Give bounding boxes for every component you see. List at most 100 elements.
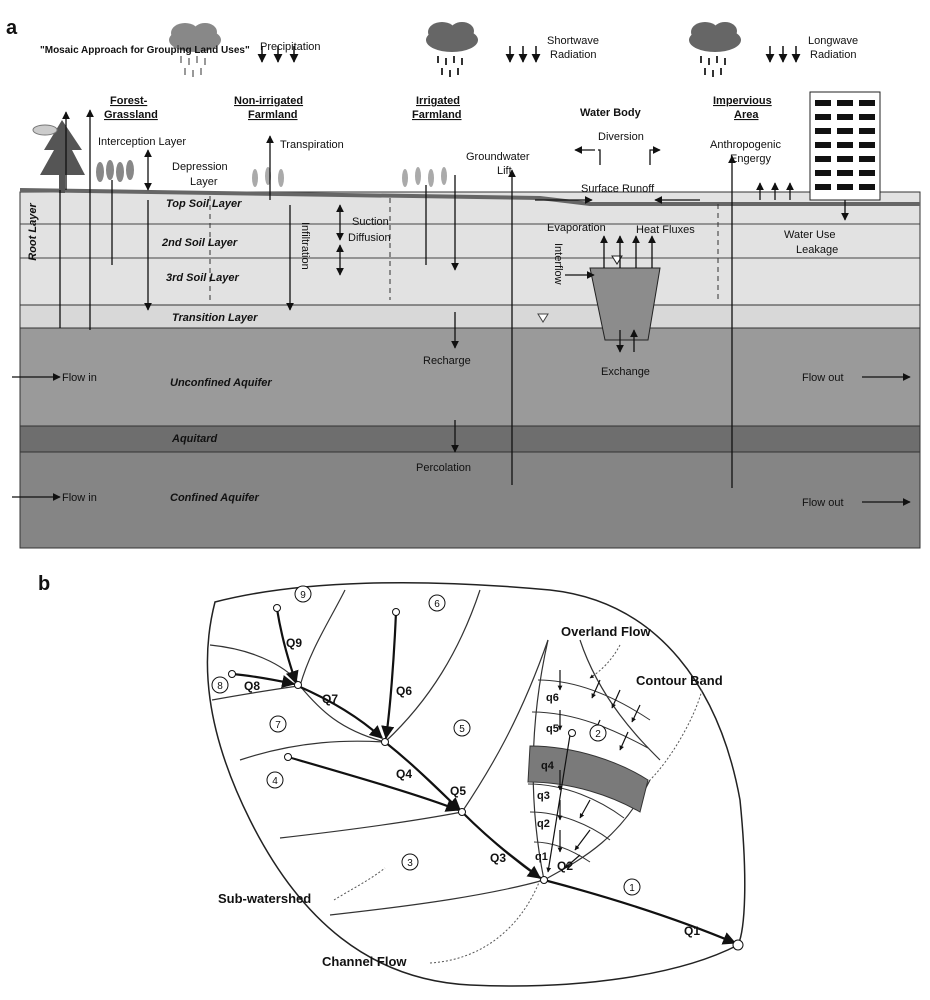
shortwave-label-2: Radiation	[550, 49, 596, 61]
suction-label: Suction	[352, 216, 389, 228]
subbasin-label: 2	[595, 729, 601, 740]
surface-runoff-label: Surface Runoff	[581, 183, 655, 195]
channel-nodes	[228, 604, 744, 951]
flow-label-q5: Q5	[450, 784, 466, 798]
subbasin-label: 3	[407, 858, 413, 869]
longwave-arrows	[765, 46, 801, 63]
overland-label-q4: q4	[541, 760, 555, 772]
landuse-forest-1: Forest-	[110, 95, 148, 107]
flow-label-q6: Q6	[396, 684, 412, 698]
recharge-label: Recharge	[423, 355, 471, 367]
cloud-icon	[169, 23, 221, 77]
diversion-label: Diversion	[598, 131, 644, 143]
overland-flow-arrows	[546, 670, 641, 873]
overland-label-q3: q3	[537, 790, 550, 802]
soil-3-label: 3rd Soil Layer	[166, 272, 239, 284]
heat-fluxes-label: Heat Fluxes	[636, 224, 695, 236]
transpiration-label: Transpiration	[280, 139, 344, 151]
flow-label-q2: Q2	[557, 859, 573, 873]
channel-flow-labels: Q1 Q2 Q3 Q4 Q5 Q6 Q7 Q8 Q9	[244, 636, 700, 938]
evaporation-label: Evaporation	[547, 222, 606, 234]
flow-out-label-2: Flow out	[802, 497, 844, 509]
shortwave-arrows	[505, 46, 541, 63]
anthropogenic-label-2: Engergy	[730, 153, 771, 165]
flow-label-q7: Q7	[322, 692, 338, 706]
soil-2-label: 2nd Soil Layer	[161, 237, 238, 249]
panel-b-label: b	[38, 573, 50, 595]
subbasin-label: 9	[300, 590, 306, 601]
groundwater-level-marker	[537, 313, 549, 323]
water-use-label-2: Leakage	[796, 244, 838, 256]
flow-label-q9: Q9	[286, 636, 302, 650]
highlighted-contour-band	[527, 745, 649, 813]
panel-b-annotations: Overland Flow Contour Band Sub-watershed…	[218, 624, 723, 969]
percolation-label: Percolation	[416, 462, 471, 474]
aquitard-label: Aquitard	[171, 433, 218, 445]
flow-label-q8: Q8	[244, 679, 260, 693]
gwlift-label-1: Groundwater	[466, 151, 530, 163]
unconfined-aquifer	[19, 327, 921, 427]
longwave-label-1: Longwave	[808, 35, 858, 47]
building-icon	[809, 91, 881, 201]
flow-label-q1: Q1	[684, 924, 700, 938]
overland-flow-labels: q1 q2 q3 q4 q5 q6	[535, 692, 559, 863]
cloud-icon	[426, 22, 478, 77]
cloud-icon	[689, 22, 741, 77]
process-arrows	[12, 109, 911, 506]
tree-icon	[32, 120, 85, 193]
flow-label-q3: Q3	[490, 851, 506, 865]
contour-bands	[527, 679, 651, 863]
infiltration-label: Infiltration	[299, 222, 311, 270]
subbasin-label: 5	[459, 724, 465, 735]
panel-a-label: a	[6, 17, 18, 39]
overland-label-q5: q5	[546, 723, 559, 735]
landuse-irr-2: Farmland	[412, 109, 462, 121]
subbasin-label: 8	[217, 681, 223, 692]
landuse-imp-1: Impervious	[713, 95, 772, 107]
transition-label: Transition Layer	[172, 312, 258, 324]
flow-in-label-2: Flow in	[62, 492, 97, 504]
confined-label: Confined Aquifer	[170, 492, 260, 504]
aquitard-layer	[19, 425, 921, 453]
contour-band-annotation: Contour Band	[636, 673, 723, 688]
interflow-label: Interflow	[552, 243, 564, 285]
subbasin-label: 6	[434, 599, 440, 610]
panel-a: a	[6, 17, 921, 549]
sub-watershed-annotation: Sub-watershed	[218, 891, 311, 906]
crop-icon	[402, 167, 447, 187]
water-body	[589, 267, 661, 341]
panel-b: b	[38, 573, 746, 987]
ground-surface	[19, 188, 920, 206]
water-use-label-1: Water Use	[784, 229, 836, 241]
transition-layer	[19, 304, 921, 329]
subbasin-label: 1	[629, 883, 635, 894]
flow-out-label-1: Flow out	[802, 372, 844, 384]
diffusion-label: Diffusion	[348, 232, 391, 244]
landuse-irr-1: Irrigated	[416, 95, 460, 107]
overland-label-q6: q6	[546, 692, 559, 704]
depression-label-1: Depression	[172, 161, 228, 173]
anthropogenic-label-1: Anthropogenic	[710, 139, 781, 151]
landuse-water: Water Body	[580, 107, 642, 119]
landuse-imp-2: Area	[734, 109, 759, 121]
confined-aquifer	[19, 451, 921, 549]
channel-flow-annotation: Channel Flow	[322, 954, 407, 969]
crop-icon	[252, 167, 284, 187]
landuse-forest-2: Grassland	[104, 109, 158, 121]
depression-label-2: Layer	[190, 176, 218, 188]
interception-label: Interception Layer	[98, 136, 186, 148]
overland-label-q2: q2	[537, 818, 550, 830]
exchange-label: Exchange	[601, 366, 650, 378]
annotation-leaders	[333, 644, 703, 964]
shortwave-label-1: Shortwave	[547, 35, 599, 47]
unconfined-label: Unconfined Aquifer	[170, 377, 272, 389]
gwlift-label-2: Lift	[497, 165, 512, 177]
landuse-nonirr-2: Farmland	[248, 109, 298, 121]
flow-label-q4: Q4	[396, 767, 412, 781]
crop-icon	[96, 160, 134, 182]
overland-label-q1: q1	[535, 851, 548, 863]
mosaic-note: "Mosaic Approach for Grouping Land Uses"	[40, 45, 250, 56]
flow-in-label-1: Flow in	[62, 372, 97, 384]
subbasin-label: 4	[272, 776, 278, 787]
